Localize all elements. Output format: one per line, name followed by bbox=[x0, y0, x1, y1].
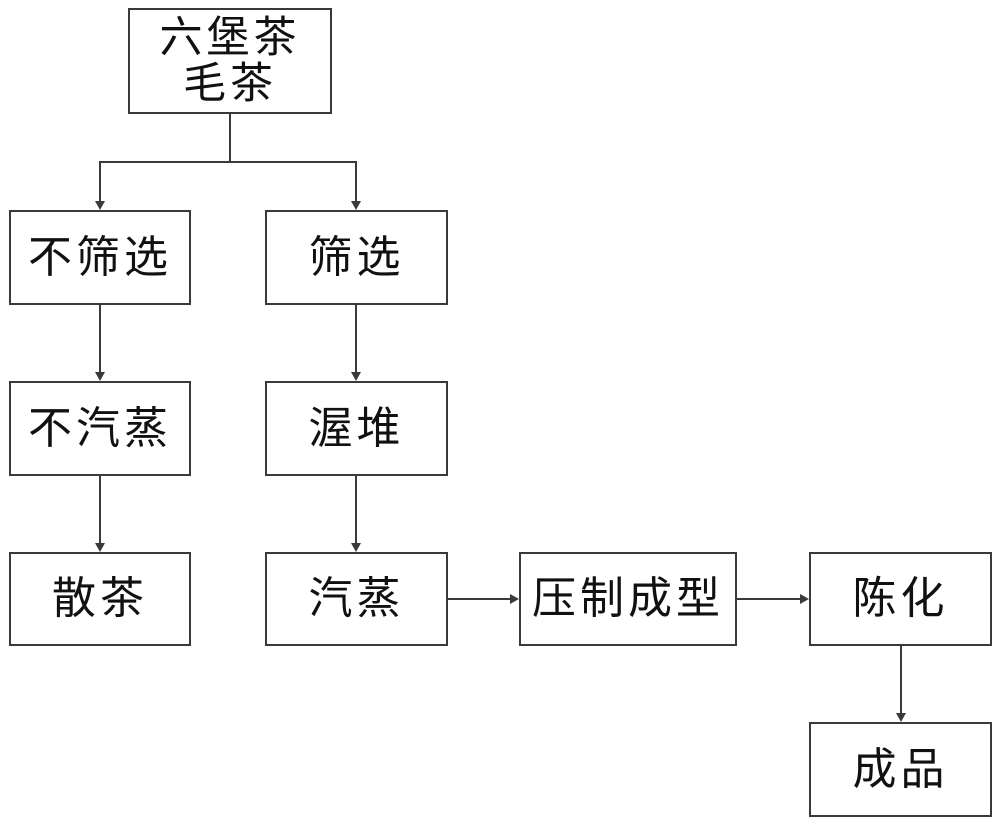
node-finished-product-label: 成品 bbox=[852, 743, 949, 795]
arrowhead-loose-tea bbox=[95, 543, 105, 552]
node-pile-fermentation: 渥堆 bbox=[265, 381, 448, 476]
arrowhead-aging bbox=[800, 594, 809, 604]
node-press-forming: 压制成型 bbox=[519, 552, 737, 646]
edge-raw-to-split bbox=[99, 113, 231, 203]
arrowhead-pile bbox=[351, 372, 361, 381]
arrowhead-screening bbox=[351, 201, 361, 210]
node-no-screening: 不筛选 bbox=[9, 210, 191, 305]
arrowhead-press bbox=[510, 594, 519, 604]
node-finished-product: 成品 bbox=[809, 722, 992, 817]
node-no-screening-label: 不筛选 bbox=[28, 231, 172, 283]
node-no-steaming: 不汽蒸 bbox=[9, 381, 191, 476]
node-screening-label: 筛选 bbox=[308, 231, 405, 283]
arrowhead-steaming bbox=[351, 543, 361, 552]
arrowhead-no-screening bbox=[95, 201, 105, 210]
node-press-forming-label: 压制成型 bbox=[532, 573, 724, 624]
node-loose-tea: 散茶 bbox=[9, 552, 191, 646]
node-raw-tea-line1: 六堡茶 bbox=[159, 12, 301, 63]
arrowhead-finished bbox=[896, 713, 906, 722]
node-steaming: 汽蒸 bbox=[265, 552, 448, 646]
edge-split-to-screening bbox=[230, 161, 357, 203]
node-loose-tea-label: 散茶 bbox=[52, 573, 148, 624]
node-no-steaming-label: 不汽蒸 bbox=[28, 402, 172, 454]
arrowhead-no-steaming bbox=[95, 372, 105, 381]
node-aging: 陈化 bbox=[809, 552, 992, 646]
node-raw-tea: 六堡茶 毛茶 bbox=[128, 8, 332, 114]
node-aging-label: 陈化 bbox=[852, 573, 949, 624]
node-steaming-label: 汽蒸 bbox=[308, 573, 405, 624]
node-pile-fermentation-label: 渥堆 bbox=[308, 402, 405, 454]
node-raw-tea-line2: 毛茶 bbox=[183, 59, 277, 109]
node-screening: 筛选 bbox=[265, 210, 448, 305]
